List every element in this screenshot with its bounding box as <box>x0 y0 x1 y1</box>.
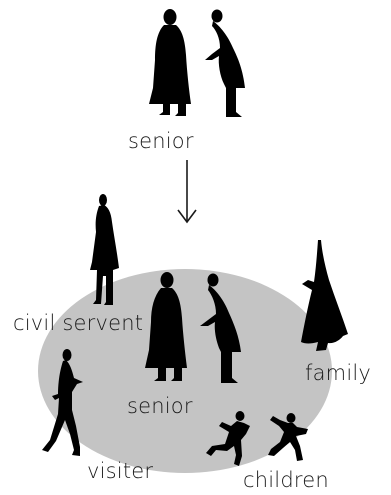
civil-servent-label: civil servent <box>13 311 144 335</box>
senior-label-center: senior <box>127 394 193 418</box>
senior-label-top: senior <box>128 129 194 153</box>
senior-figure-center-left <box>145 272 187 381</box>
civil-servant-figure <box>90 194 119 305</box>
visiter-label: visiter <box>87 459 154 483</box>
community-ellipse <box>38 269 332 473</box>
senior-figure-top-left <box>149 9 191 116</box>
senior-figure-center-right <box>200 273 241 383</box>
child-figure-left <box>206 411 250 466</box>
child-figure-right <box>268 413 308 461</box>
children-label: children <box>243 468 329 492</box>
down-arrow-icon <box>177 160 197 224</box>
family-label: family <box>305 361 372 385</box>
senior-figure-top-right <box>205 9 245 117</box>
visiter-figure <box>42 349 83 456</box>
family-figure <box>301 240 348 351</box>
